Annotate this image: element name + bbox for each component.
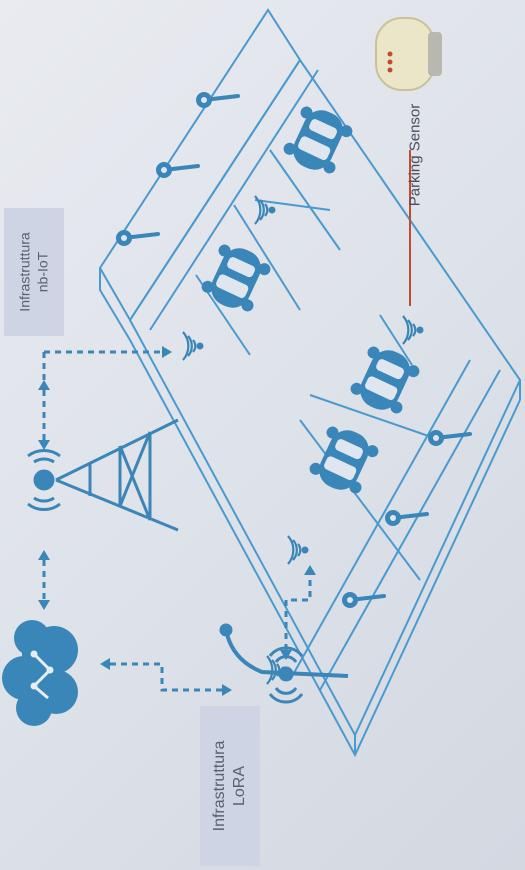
nbiot-label-line2: nb-IoT bbox=[34, 251, 50, 293]
parking-sensor-label: Parking Sensor bbox=[386, 70, 446, 240]
lora-label-line2: LoRA bbox=[231, 765, 248, 807]
connection-lines bbox=[42, 350, 312, 692]
parking-sensor-icon bbox=[375, 17, 442, 91]
nbiot-infrastructure-label: Infrastruttura nb-IoT bbox=[4, 208, 64, 336]
lora-label-line1: Infrastruttura bbox=[211, 740, 228, 832]
nbiot-label-line1: Infrastruttura bbox=[16, 232, 33, 312]
parking-platform bbox=[98, 8, 522, 758]
parking-sensor-text: Parking Sensor bbox=[406, 103, 424, 207]
cloud-icon bbox=[2, 620, 78, 726]
cell-tower-icon bbox=[27, 418, 179, 532]
lora-gateway-icon bbox=[219, 623, 349, 704]
lora-infrastructure-label: Infrastruttura LoRA bbox=[200, 706, 260, 866]
connection-arrowheads bbox=[38, 346, 316, 696]
